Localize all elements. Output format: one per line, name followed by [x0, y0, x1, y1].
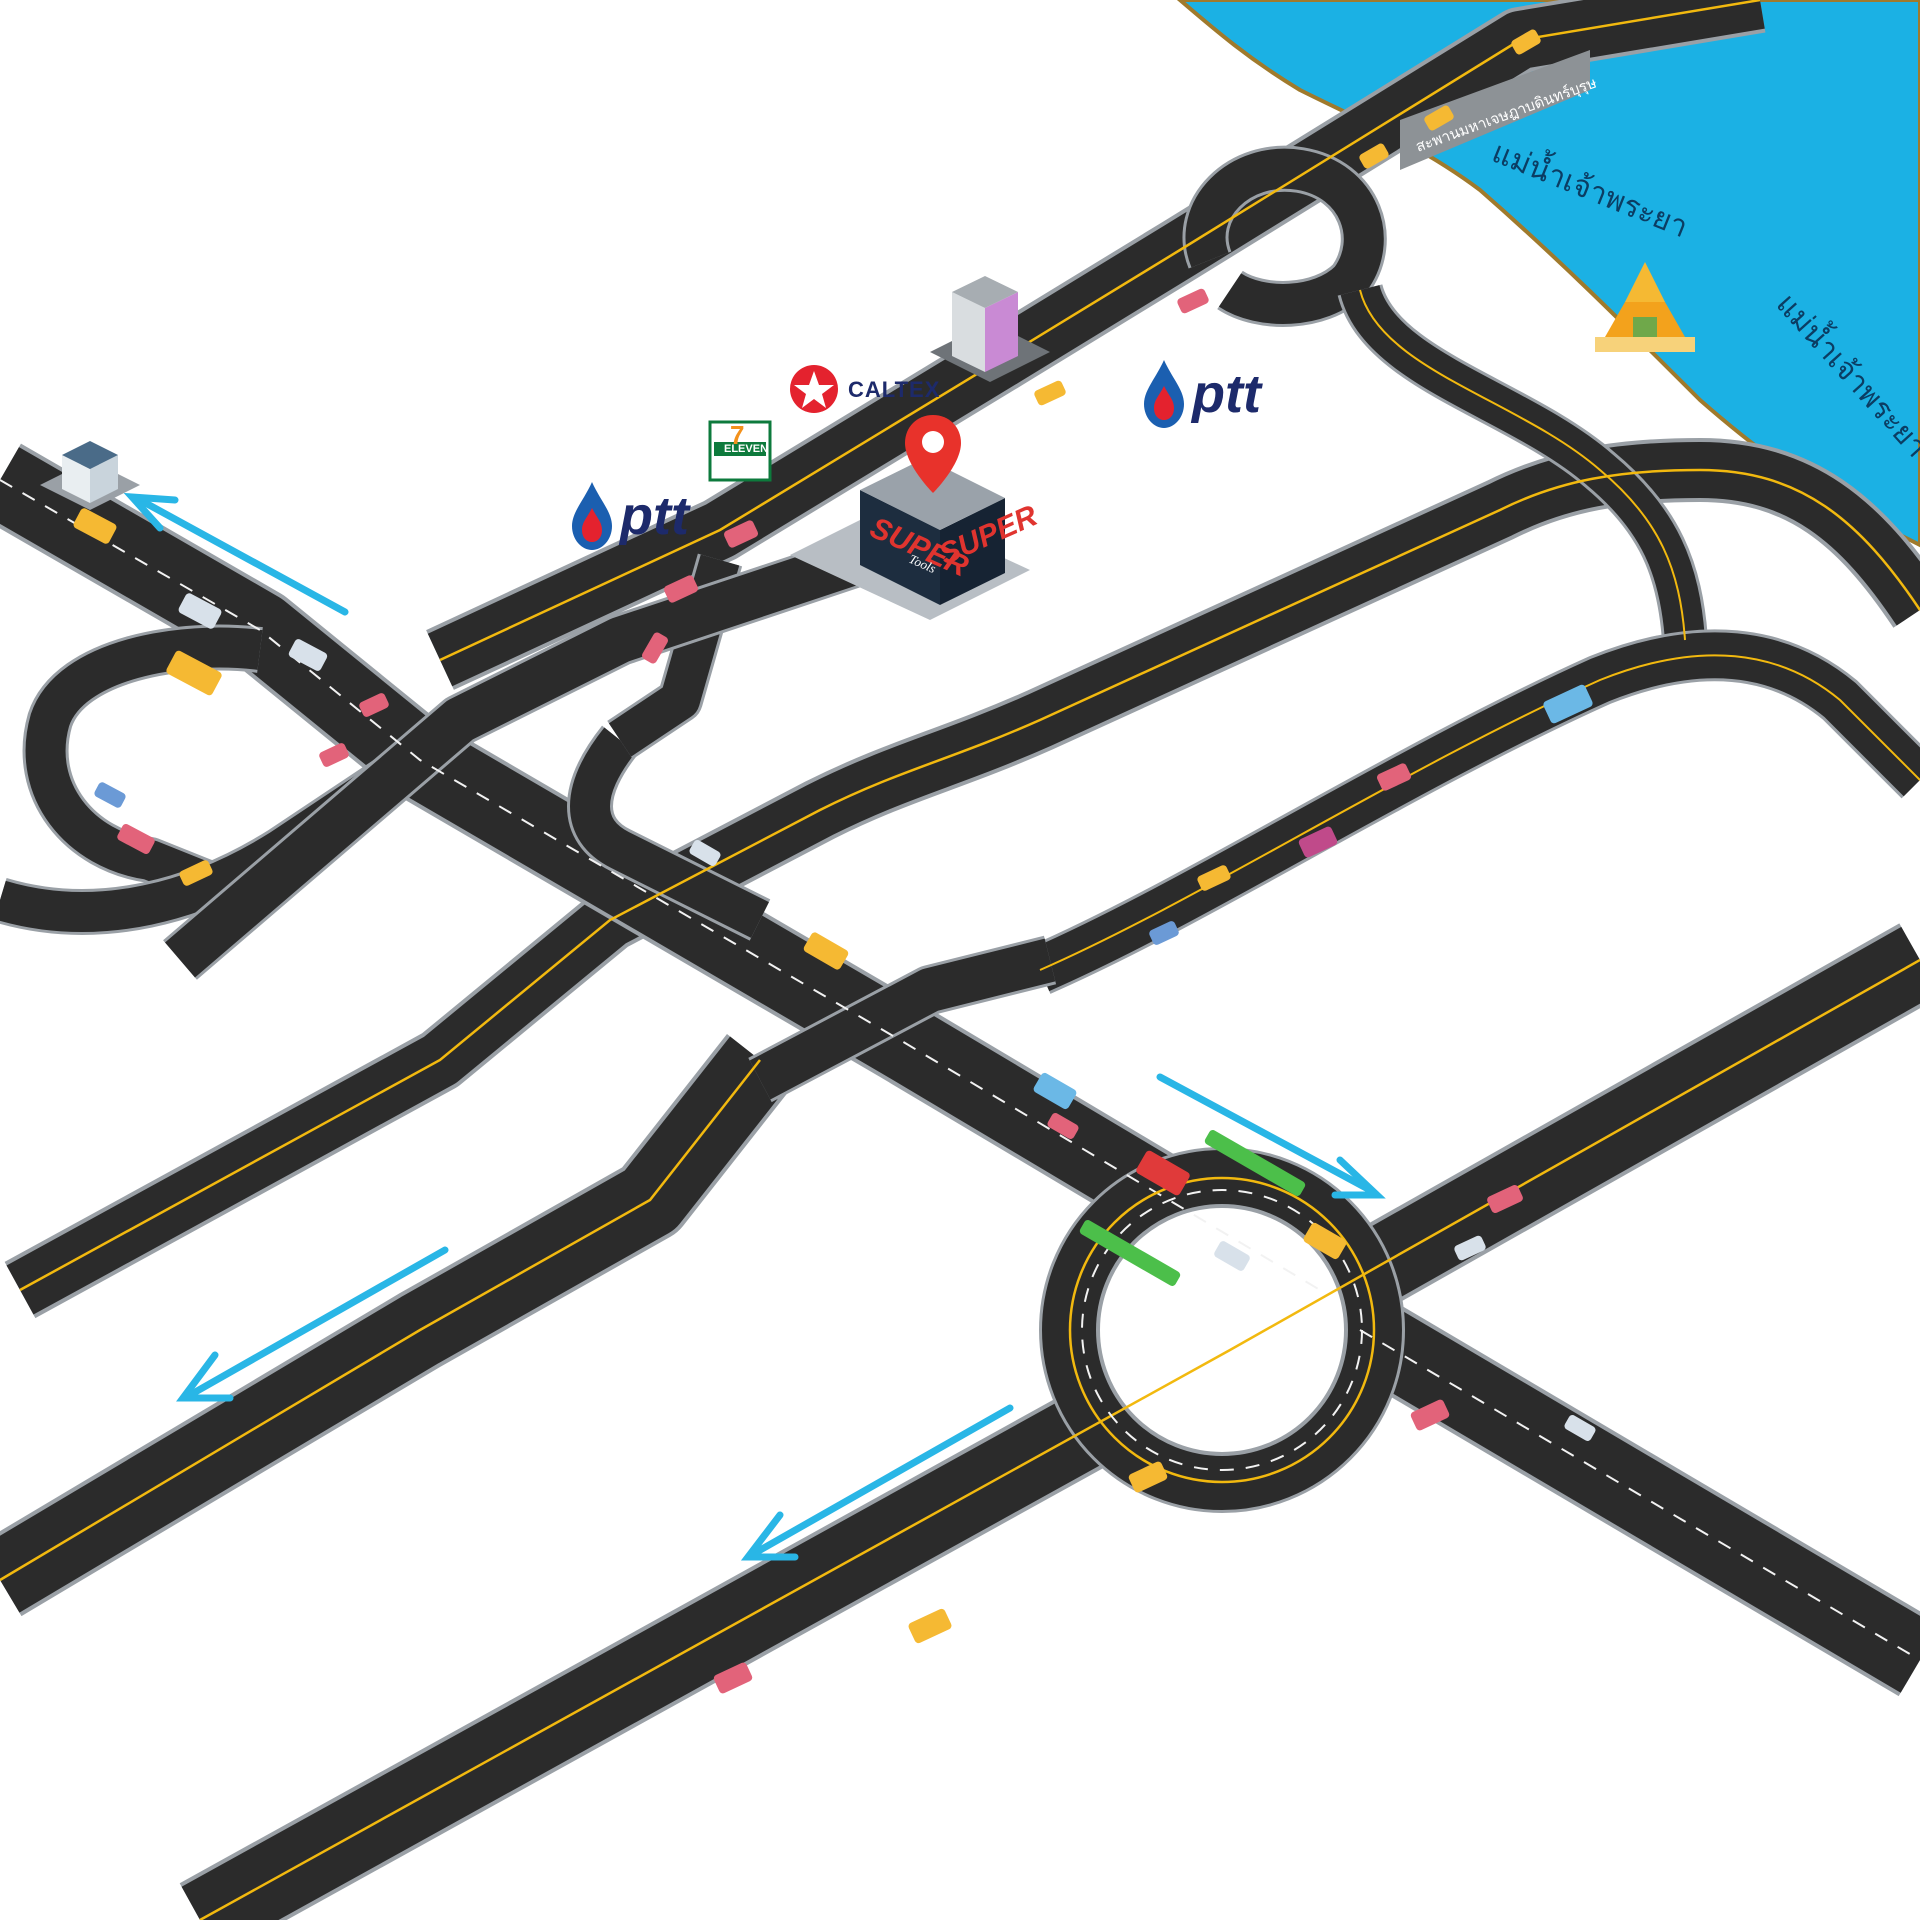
car	[117, 824, 155, 854]
car	[1487, 1184, 1523, 1214]
direction-arrow-icon	[740, 1404, 1014, 1561]
car	[1454, 1235, 1486, 1261]
ptt-logo-left: ptt	[572, 482, 691, 550]
car	[1034, 380, 1066, 406]
building-icon	[40, 441, 140, 510]
car	[713, 1662, 753, 1694]
car	[359, 693, 389, 717]
direction-arrow-icon	[176, 1246, 449, 1402]
trains	[1079, 1130, 1306, 1286]
car	[1564, 1415, 1596, 1441]
car	[1197, 865, 1231, 891]
van	[178, 593, 222, 629]
car	[319, 743, 349, 767]
car	[1511, 29, 1541, 55]
vehicles	[73, 29, 1596, 1694]
car	[1128, 1461, 1168, 1493]
temple-icon	[1595, 262, 1695, 352]
seven-eleven-text: ELEVEN	[724, 443, 768, 455]
bus	[1303, 1222, 1347, 1260]
van	[1214, 1241, 1250, 1271]
train	[1204, 1130, 1306, 1196]
ptt-logo-right: ptt	[1144, 360, 1263, 428]
seven-digit: 7	[730, 420, 744, 450]
van	[288, 639, 328, 671]
train	[1079, 1220, 1181, 1286]
truck	[1136, 1150, 1190, 1196]
bus	[803, 932, 849, 970]
car	[1149, 921, 1179, 945]
car	[724, 520, 758, 548]
car	[689, 840, 721, 866]
car	[1377, 763, 1411, 791]
bus	[908, 1608, 952, 1644]
river: แม่น้ำเจ้าพระยา แม่น้ำเจ้าพระยา	[1176, 0, 1920, 548]
car	[94, 782, 126, 808]
car	[1298, 826, 1338, 858]
bus	[1543, 684, 1593, 724]
seven-eleven-logo: ELEVEN 7	[708, 420, 772, 482]
car	[664, 575, 698, 603]
ptt-left-text: ptt	[618, 486, 691, 546]
bus	[1033, 1072, 1077, 1110]
car	[1177, 288, 1209, 314]
car	[179, 860, 213, 886]
car	[1359, 143, 1389, 169]
shop-building: SUPER SUPER Tools	[790, 458, 1043, 620]
bus	[73, 508, 117, 544]
direction-arrow-icon	[123, 492, 349, 616]
car	[1424, 105, 1454, 131]
caltex-text: CALTEX	[848, 377, 940, 402]
car	[1047, 1113, 1079, 1139]
bus	[166, 650, 222, 696]
building-icon	[930, 276, 1050, 382]
direction-arrow-icon	[1156, 1073, 1386, 1199]
car	[1410, 1399, 1450, 1431]
ptt-right-text: ptt	[1190, 364, 1263, 424]
caltex-logo: CALTEX	[790, 365, 940, 413]
car	[642, 632, 668, 664]
direction-arrows	[123, 492, 1386, 1561]
location-pin-icon[interactable]	[905, 415, 961, 493]
